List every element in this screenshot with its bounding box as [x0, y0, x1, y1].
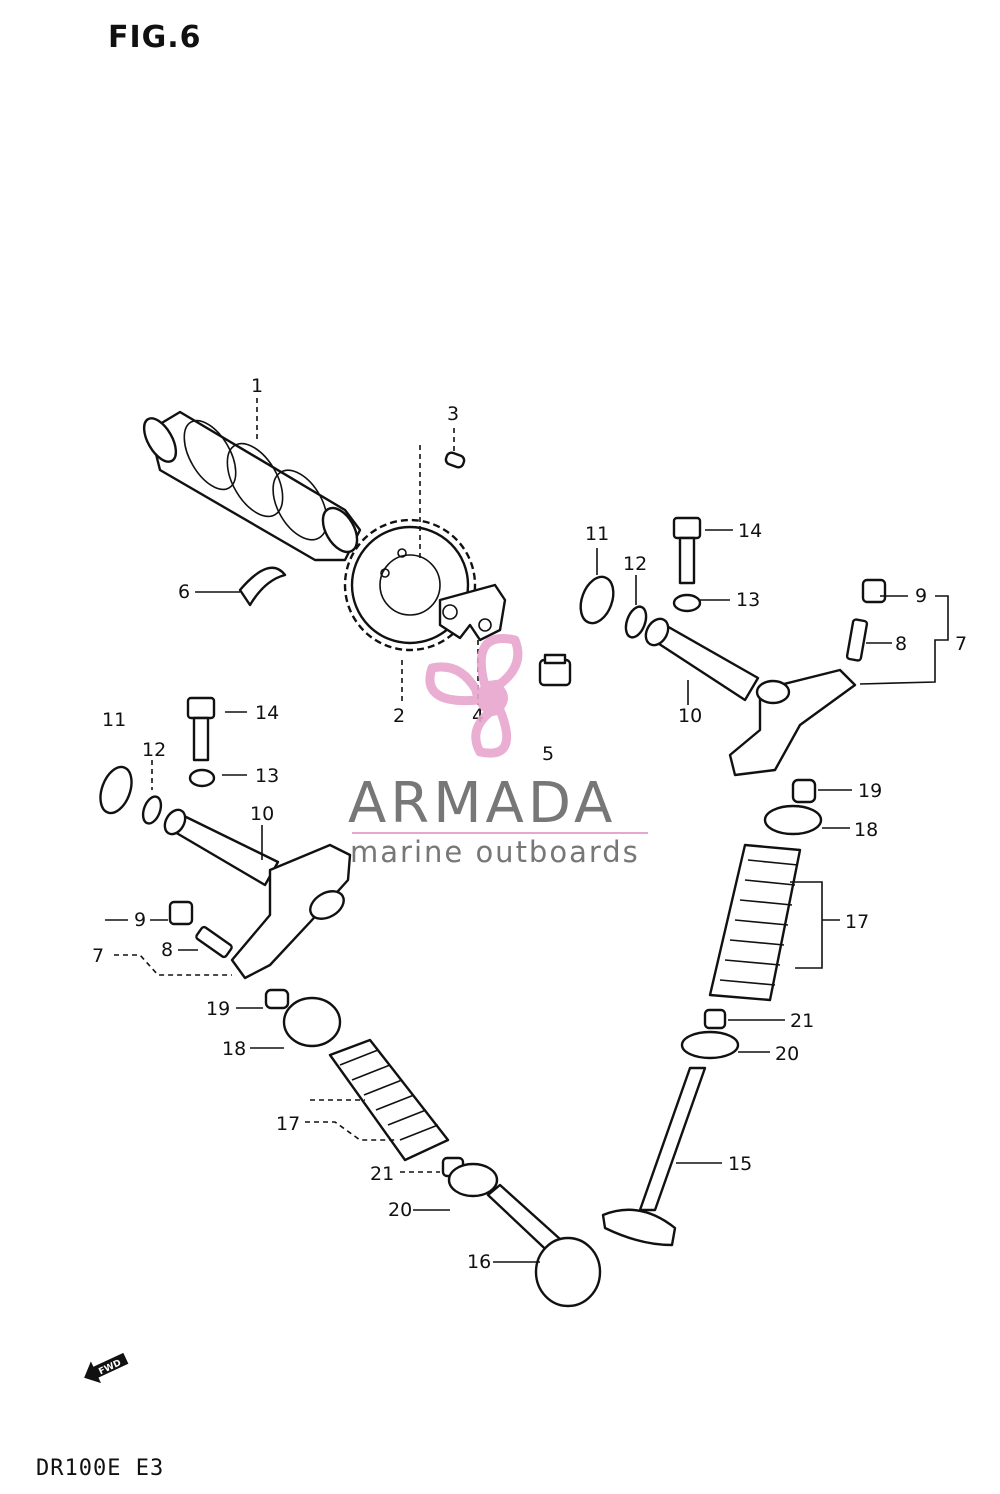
- callout-1: 1: [251, 375, 263, 397]
- callout-7-left: 7: [92, 945, 104, 967]
- rocker-arm-left: [230, 843, 352, 980]
- washer-left: [99, 765, 133, 815]
- circlip: [238, 566, 287, 607]
- spring-seat-right: [680, 1030, 740, 1060]
- valve-spring-left: [328, 1038, 450, 1162]
- pin: [444, 451, 466, 469]
- callout-12-left: 12: [142, 739, 166, 761]
- adjust-nut-right: [861, 578, 887, 604]
- valve-spring-right: [708, 843, 802, 1002]
- watermark-name: ARMADA: [348, 771, 616, 836]
- adjust-screw-right: [845, 618, 869, 662]
- callout-17-left: 17: [276, 1113, 300, 1135]
- bolt-right: [672, 516, 702, 585]
- stem-seal-right: [703, 1008, 727, 1030]
- callout-14: 14: [738, 520, 762, 542]
- spring-retainer-left: [282, 996, 342, 1048]
- oring-right: [624, 605, 648, 639]
- callout-11: 11: [585, 523, 609, 545]
- callout-13: 13: [736, 589, 760, 611]
- sprocket-bolt: [538, 653, 572, 687]
- callout-21: 21: [790, 1010, 814, 1032]
- callout-12: 12: [623, 553, 647, 575]
- callout-19-left: 19: [206, 998, 230, 1020]
- model-code: DR100E E3: [36, 1456, 165, 1481]
- callout-15: 15: [728, 1153, 752, 1175]
- callout-11-left: 11: [102, 709, 126, 731]
- callout-19: 19: [858, 780, 882, 802]
- callout-10: 10: [678, 705, 702, 727]
- callout-9: 9: [915, 585, 927, 607]
- callout-labels: 1 2 3 4 5 6 7 8 9 10 11 12 13 14 15 16 1…: [92, 375, 967, 1273]
- callout-7: 7: [955, 633, 967, 655]
- adjust-nut-left: [168, 900, 194, 926]
- callout-16: 16: [467, 1251, 491, 1273]
- spring-retainer-right: [763, 804, 823, 836]
- washer-small-right: [672, 593, 702, 613]
- callout-8-left: 8: [161, 939, 173, 961]
- callout-6: 6: [178, 581, 190, 603]
- cotter-right: [791, 778, 817, 804]
- oring-left: [141, 795, 163, 825]
- valve-exhaust: [601, 1066, 707, 1247]
- callout-18: 18: [854, 819, 878, 841]
- adjust-screw-left: [195, 925, 233, 959]
- watermark-tagline: marine outboards: [350, 835, 640, 869]
- spring-seat-left: [447, 1162, 499, 1198]
- callout-14-left: 14: [255, 702, 279, 724]
- watermark: ARMADA marine outboards: [348, 634, 648, 869]
- callout-2: 2: [393, 705, 405, 727]
- fwd-arrow-icon: FWD: [84, 1352, 129, 1384]
- callout-9-left: 9: [134, 909, 146, 931]
- washer-right: [579, 575, 615, 625]
- propeller-logo-icon: [425, 634, 523, 758]
- callout-3: 3: [447, 403, 459, 425]
- cotter-left: [264, 988, 290, 1010]
- lock-plate: [438, 583, 507, 642]
- callout-5: 5: [542, 743, 554, 765]
- figure-title: FIG.6: [108, 20, 202, 55]
- camshaft: [142, 410, 362, 562]
- callout-8: 8: [895, 633, 907, 655]
- bolt-left: [186, 696, 216, 762]
- valve-intake: [486, 1183, 602, 1308]
- callout-21-left: 21: [370, 1163, 394, 1185]
- callout-10-left: 10: [250, 803, 274, 825]
- callout-17: 17: [845, 911, 869, 933]
- callout-18-left: 18: [222, 1038, 246, 1060]
- washer-small-left: [188, 768, 216, 788]
- callout-20-left: 20: [388, 1199, 412, 1221]
- callout-20: 20: [775, 1043, 799, 1065]
- callout-13-left: 13: [255, 765, 279, 787]
